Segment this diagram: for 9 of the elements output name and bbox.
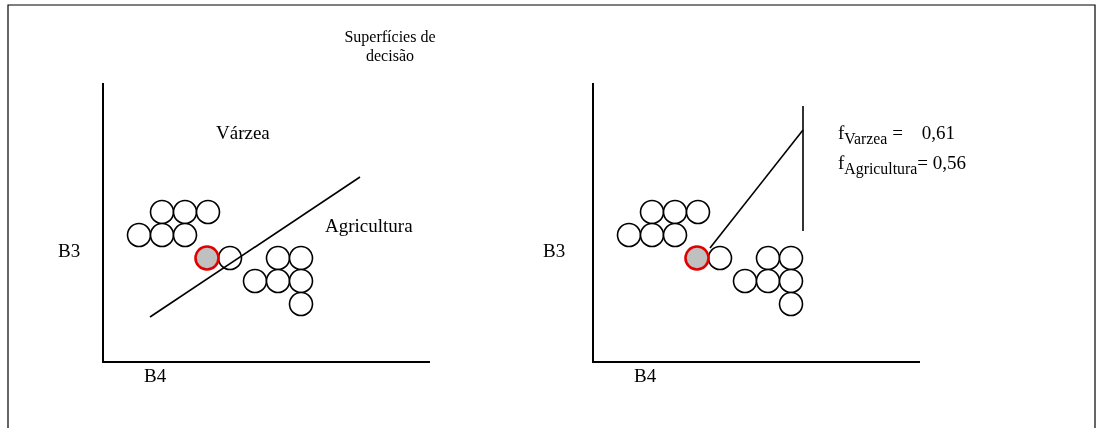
class-label: Agricultura [325,215,413,237]
axis-label: B3 [543,240,566,262]
axis-label: B4 [144,365,167,387]
axis-label: B3 [58,240,81,262]
membership-value: f$_{Varzea}$ = 0,61 [838,122,956,149]
axis-label: B4 [634,365,657,387]
class-label: Várzea [216,122,270,144]
title: Superfícies de decisão [343,27,437,65]
membership-value: f$_{Agricultura}$= 0,56 [838,152,966,180]
